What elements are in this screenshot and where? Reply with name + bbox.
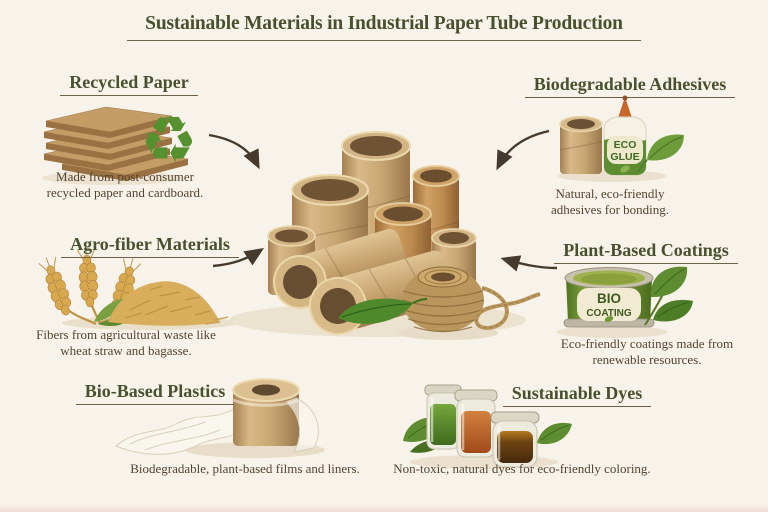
arrow-top-right (496, 129, 550, 171)
wheat-straw-icon (37, 245, 238, 330)
section-description-bio-plastics: Biodegradable, plant-based films and lin… (130, 461, 360, 476)
section-heading-text: Plant-Based Coatings (554, 240, 738, 264)
section-heading-dyes: Sustainable Dyes (482, 383, 672, 407)
section-description-agro-fiber: Fibers from agricultural waste like whea… (36, 327, 216, 358)
paper-tube-icon (559, 115, 603, 174)
paper-tubes-illustration (230, 131, 541, 340)
section-heading-text: Recycled Paper (60, 72, 198, 96)
twine-coil (398, 266, 541, 340)
section-heading-coatings: Plant-Based Coatings (540, 240, 752, 264)
section-description-coatings: Eco-friendly coatings made from renewabl… (560, 336, 734, 367)
arrow-mid-left (212, 248, 265, 268)
section-heading-text: Biodegradable Adhesives (524, 74, 736, 98)
section-heading-adhesives: Biodegradable Adhesives (520, 74, 740, 98)
coating-can-label-line2: COATING (586, 308, 632, 319)
dye-jars-icon (403, 384, 572, 469)
leaf-icon (338, 298, 428, 324)
section-heading-agro-fiber: Agro-fiber Materials (40, 234, 260, 258)
leaf-icon (637, 134, 684, 173)
bottom-edge-tint (0, 504, 768, 512)
leaf-icon (537, 422, 572, 445)
section-description-recycled-paper: Made from post-consumer recycled paper a… (46, 169, 204, 200)
section-heading-text: Bio-Based Plastics (75, 381, 235, 405)
cardboard-stack-icon (42, 106, 189, 185)
section-description-adhesives: Natural, eco-friendly adhesives for bond… (550, 186, 670, 217)
arrow-top-left (208, 133, 260, 170)
section-heading-bio-plastics: Bio-Based Plastics (55, 381, 255, 405)
glue-bottle-label-line1: ECO (614, 139, 637, 151)
coating-can-icon: BIO COATING (556, 266, 693, 338)
section-heading-recycled-paper: Recycled Paper (34, 72, 224, 96)
title-wrap: Sustainable Materials in Industrial Pape… (0, 13, 768, 41)
leaf-icon (644, 266, 693, 326)
section-heading-text: Agro-fiber Materials (61, 234, 239, 258)
recycling-icon: ♻ (140, 104, 197, 178)
film-roll-icon (115, 378, 325, 458)
glue-bottle-icon: ECO GLUE (558, 95, 684, 182)
coating-can-label-line1: BIO (597, 291, 621, 306)
page-title: Sustainable Materials in Industrial Pape… (127, 13, 641, 41)
section-heading-text: Sustainable Dyes (502, 383, 652, 407)
section-description-dyes: Non-toxic, natural dyes for eco-friendly… (393, 461, 651, 476)
glue-bottle-label-line2: GLUE (610, 151, 639, 163)
arrow-mid-right (500, 255, 558, 272)
